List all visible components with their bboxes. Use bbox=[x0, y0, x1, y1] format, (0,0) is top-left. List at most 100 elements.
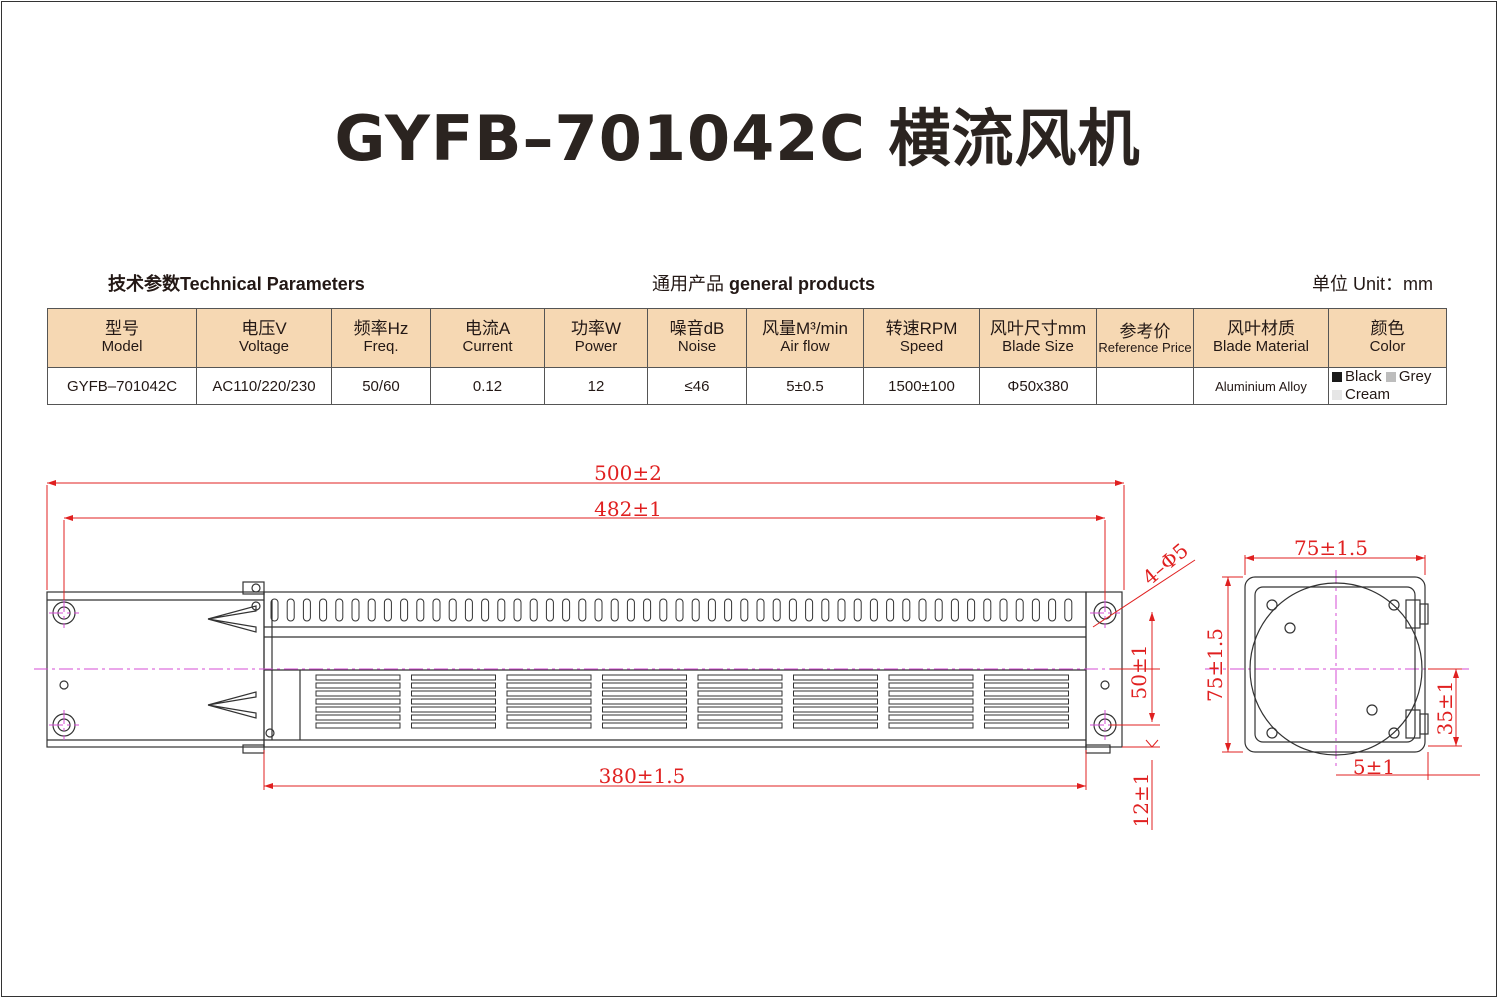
grille-bar bbox=[984, 690, 1069, 697]
grille-bar bbox=[793, 690, 878, 697]
grille-bar bbox=[888, 698, 974, 705]
grille-bar bbox=[697, 706, 783, 713]
side-width-dim: 75±1.5 bbox=[1294, 536, 1368, 560]
grille-bar bbox=[411, 682, 496, 689]
grille-bar bbox=[697, 722, 783, 729]
blade-slot bbox=[1015, 598, 1024, 622]
grille-bar bbox=[888, 690, 974, 697]
blade-slot bbox=[788, 598, 797, 622]
general-products-label: 通用产品 general products bbox=[652, 270, 875, 296]
page-title: GYFB–701042C 横流风机 bbox=[334, 102, 1141, 175]
grille-bar bbox=[602, 682, 687, 689]
blade-slot bbox=[562, 598, 571, 622]
blade-wheel-outline bbox=[1249, 582, 1423, 756]
blade-slot bbox=[675, 598, 684, 622]
grille-bar bbox=[315, 690, 401, 697]
blade-slot bbox=[707, 598, 716, 622]
blade-length-dim: 380±1.5 bbox=[599, 764, 686, 788]
color-cream: Cream bbox=[1332, 386, 1390, 403]
blade-slot bbox=[724, 598, 733, 622]
cell-voltage: AC110/220/230 bbox=[196, 367, 332, 405]
grille-bar bbox=[602, 698, 687, 705]
tech-params-en: Technical Parameters bbox=[180, 274, 365, 294]
grille-bar bbox=[411, 706, 496, 713]
blade-slot bbox=[497, 598, 506, 622]
blade-slot bbox=[302, 598, 311, 622]
blade-slot bbox=[772, 598, 781, 622]
blade-slot bbox=[756, 598, 765, 622]
air-grille bbox=[315, 674, 1069, 729]
cell-current: 0.12 bbox=[430, 367, 545, 405]
cream-swatch bbox=[1332, 390, 1342, 400]
grille-bar bbox=[984, 674, 1069, 681]
color-grey: Grey bbox=[1385, 368, 1431, 385]
blade-slot bbox=[983, 598, 992, 622]
blade-slots bbox=[270, 598, 1073, 622]
blade-slot bbox=[383, 598, 392, 622]
cell-model: GYFB–701042C bbox=[47, 367, 197, 405]
front-view bbox=[46, 581, 1123, 754]
front-dimensions bbox=[46, 480, 1196, 830]
blade-slot bbox=[351, 598, 360, 622]
table-row: GYFB–701042C AC110/220/230 50/60 0.12 12… bbox=[47, 367, 1447, 405]
mount-length-dim: 482±1 bbox=[594, 497, 662, 521]
grille-bar bbox=[411, 714, 496, 721]
centerlines bbox=[34, 570, 1470, 770]
grille-bar bbox=[697, 674, 783, 681]
grille-bar bbox=[697, 698, 783, 705]
blade-slot bbox=[918, 598, 927, 622]
grille-bar bbox=[602, 714, 687, 721]
grille-bar bbox=[793, 682, 878, 689]
unit-en: Unit：mm bbox=[1353, 274, 1434, 294]
blade-slot bbox=[367, 598, 376, 622]
blade-slot bbox=[578, 598, 587, 622]
blade-slot bbox=[837, 598, 846, 622]
grille-bar bbox=[315, 674, 401, 681]
blade-slot bbox=[886, 598, 895, 622]
grille-bar bbox=[602, 674, 687, 681]
technical-parameters-label: 技术参数Technical Parameters bbox=[108, 270, 365, 296]
blade-slot bbox=[626, 598, 635, 622]
grille-bar bbox=[315, 698, 401, 705]
blade-slot bbox=[594, 598, 603, 622]
grille-bar bbox=[793, 706, 878, 713]
tech-params-cn: 技术参数 bbox=[108, 274, 180, 294]
grille-bar bbox=[984, 722, 1069, 729]
grille-bar bbox=[888, 706, 974, 713]
blade-slot bbox=[821, 598, 830, 622]
blade-slot bbox=[950, 598, 959, 622]
grille-bar bbox=[602, 722, 687, 729]
blade-slot bbox=[691, 598, 700, 622]
grille-bar bbox=[984, 682, 1069, 689]
grille-bar bbox=[315, 722, 401, 729]
blade-slot bbox=[335, 598, 344, 622]
grille-bar bbox=[984, 714, 1069, 721]
blade-slot bbox=[319, 598, 328, 622]
side-dimensions bbox=[1222, 555, 1480, 780]
grille-bar bbox=[506, 674, 592, 681]
blade-slot bbox=[869, 598, 878, 622]
grille-bar bbox=[506, 690, 592, 697]
grille-bar bbox=[697, 690, 783, 697]
blade-slot bbox=[643, 598, 652, 622]
grille-bar bbox=[411, 690, 496, 697]
grille-bar bbox=[984, 706, 1069, 713]
height-50-dim: 50±1 bbox=[1127, 645, 1151, 700]
color-black: Black bbox=[1332, 368, 1382, 385]
blade-slot bbox=[270, 598, 279, 622]
blade-slot bbox=[529, 598, 538, 622]
unit-cn: 单位 bbox=[1312, 274, 1348, 294]
grille-bar bbox=[602, 690, 687, 697]
overall-length-dim: 500±2 bbox=[594, 461, 662, 485]
cell-airflow: 5±0.5 bbox=[746, 367, 864, 405]
blade-slot bbox=[432, 598, 441, 622]
blade-slot bbox=[400, 598, 409, 622]
